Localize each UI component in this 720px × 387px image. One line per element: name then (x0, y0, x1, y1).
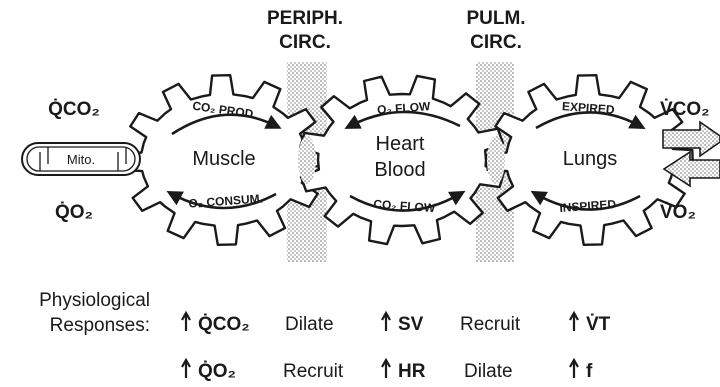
up-arrow-icon (570, 313, 578, 331)
up-arrow-icon (182, 313, 190, 331)
qo2-label: Q̇O₂ (55, 201, 93, 223)
response-vt: V̇T (586, 313, 611, 335)
response-row-2: Q̇O₂ Recruit HR Dilate f (198, 360, 593, 382)
vo2-label: V̇O₂ (660, 201, 696, 223)
mitochondrion-icon: Mito. (22, 143, 140, 175)
lungs-label: Lungs (563, 148, 618, 170)
response-f: f (586, 361, 593, 382)
response-sv: SV (398, 314, 424, 335)
responses-title-1: Physiological (39, 290, 150, 311)
response-row-1: Q̇CO₂ Dilate SV Recruit V̇T (198, 313, 611, 335)
pulm-label-2: CIRC. (470, 32, 522, 53)
mesh-stipple-left (298, 136, 316, 184)
vco2-label: V̇CO₂ (660, 98, 710, 120)
up-arrow-icon (182, 360, 190, 378)
response-dilate-1: Dilate (285, 314, 334, 335)
response-hr: HR (398, 361, 426, 382)
response-recruit-2: Recruit (283, 361, 344, 382)
up-arrow-icon (382, 360, 390, 378)
mito-label: Mito. (67, 152, 95, 167)
muscle-label: Muscle (192, 148, 255, 170)
periph-label-1: PERIPH. (267, 8, 343, 29)
response-recruit-1: Recruit (460, 314, 521, 335)
response-qco2: Q̇CO₂ (198, 313, 250, 335)
blood-label: Blood (374, 159, 425, 181)
responses-title-2: Responses: (50, 315, 150, 336)
response-qo2: Q̇O₂ (198, 360, 236, 382)
mesh-stipple-right (487, 136, 505, 184)
periph-label-2: CIRC. (279, 32, 331, 53)
up-arrow-icon (570, 360, 578, 378)
qco2-label: Q̇CO₂ (48, 98, 100, 120)
response-dilate-2: Dilate (464, 361, 513, 382)
heart-label: Heart (376, 133, 425, 155)
pulm-label-1: PULM. (466, 8, 525, 29)
up-arrow-icon (382, 313, 390, 331)
